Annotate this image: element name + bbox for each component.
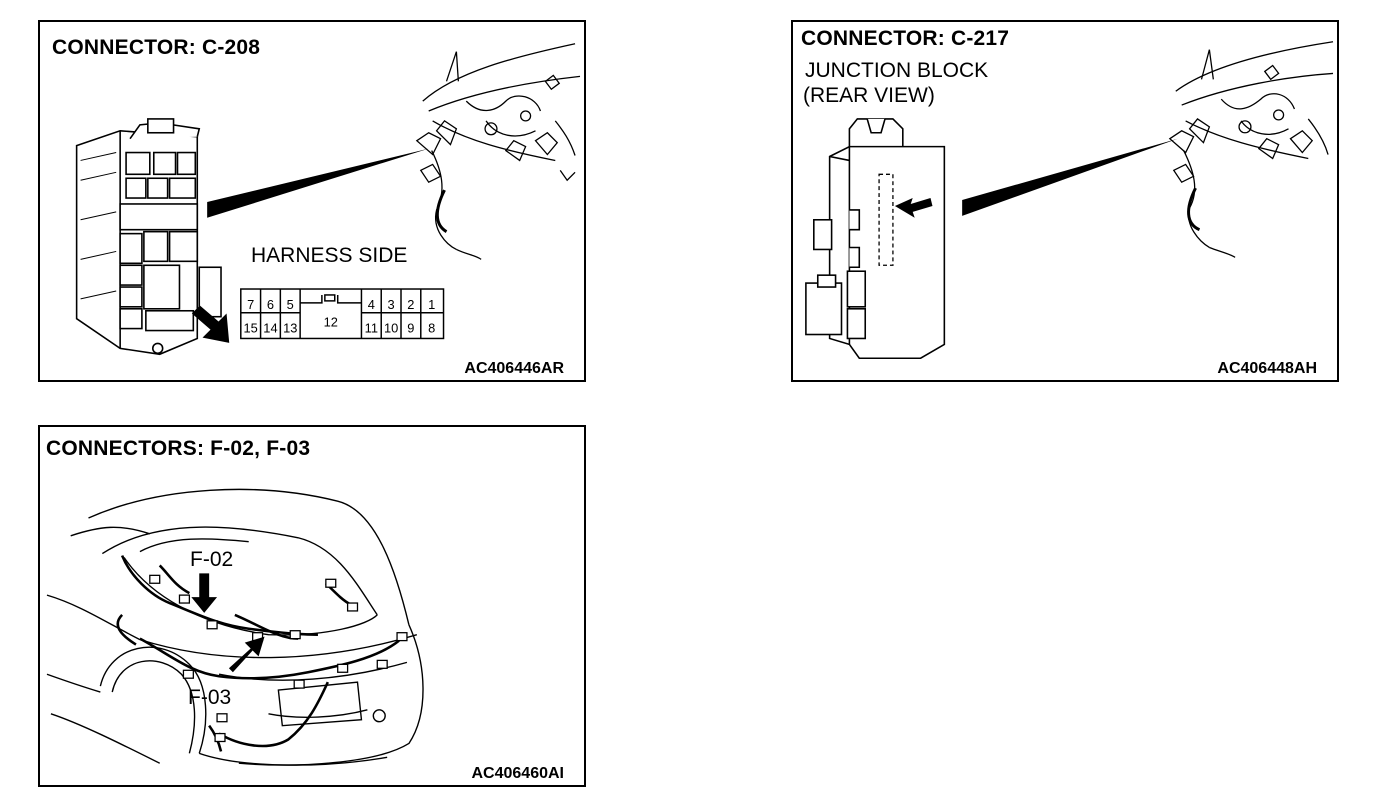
c217-illustration <box>805 41 1334 360</box>
panel-title: CONNECTOR: C-208 <box>52 36 261 59</box>
pin-label: 1 <box>428 297 435 312</box>
c208-illustration: 7 6 5 4 3 2 1 15 14 13 12 11 10 9 8 <box>75 43 581 356</box>
f03-arrow <box>228 636 265 673</box>
pointer-arrow <box>191 305 230 343</box>
panel-title: CONNECTORS: F-02, F-03 <box>46 437 311 460</box>
pin-label: 14 <box>263 321 277 336</box>
pin-label: 7 <box>247 297 254 312</box>
pin-label: 4 <box>368 297 375 312</box>
connectors-f02-f03-panel: CONNECTORS: F-02, F-03 F-02 F-03 AC40646… <box>38 425 586 787</box>
junction-block-label: JUNCTION BLOCK <box>805 59 989 82</box>
connector-c217-panel: CONNECTOR: C-217 JUNCTION BLOCK (REAR VI… <box>791 20 1339 382</box>
f02-label: F-02 <box>190 548 234 571</box>
f02-arrow <box>191 573 218 613</box>
pin-label: 10 <box>384 321 398 336</box>
pointer-arrow <box>894 198 933 218</box>
pin-label: 8 <box>428 321 435 336</box>
f02-f03-illustration <box>46 488 424 766</box>
panel-title: CONNECTOR: C-217 <box>801 27 1010 50</box>
pin-label: 11 <box>365 321 378 336</box>
pin-label: 2 <box>407 297 414 312</box>
pin-label: 6 <box>267 297 274 312</box>
figure-code: AC406448AH <box>1217 360 1317 377</box>
c208-pin-numbers: 7 6 5 4 3 2 1 15 14 13 12 11 10 9 8 <box>244 297 436 336</box>
pin-label: 3 <box>388 297 395 312</box>
pin-label: 15 <box>244 321 258 336</box>
rear-view-label: (REAR VIEW) <box>803 84 935 107</box>
pin-label: 9 <box>407 321 414 336</box>
figure-code: AC406460AI <box>471 765 565 782</box>
leader-wedge <box>962 138 1178 216</box>
connector-location-outline <box>878 173 894 266</box>
harness-side-label: HARNESS SIDE <box>251 244 408 267</box>
f03-label: F-03 <box>188 686 232 709</box>
c208-connector-face <box>240 288 445 340</box>
harness-connectors <box>149 574 408 743</box>
pin-label: 5 <box>287 297 294 312</box>
car-rear-body <box>46 488 424 766</box>
figure-code: AC406446AR <box>464 360 564 377</box>
pin-label: 12 <box>324 315 338 330</box>
leader-wedge <box>207 148 429 218</box>
connector-c208-panel: 7 6 5 4 3 2 1 15 14 13 12 11 10 9 8 CONN… <box>38 20 586 382</box>
wiring-harness <box>116 555 400 752</box>
pin-label: 13 <box>283 321 297 336</box>
